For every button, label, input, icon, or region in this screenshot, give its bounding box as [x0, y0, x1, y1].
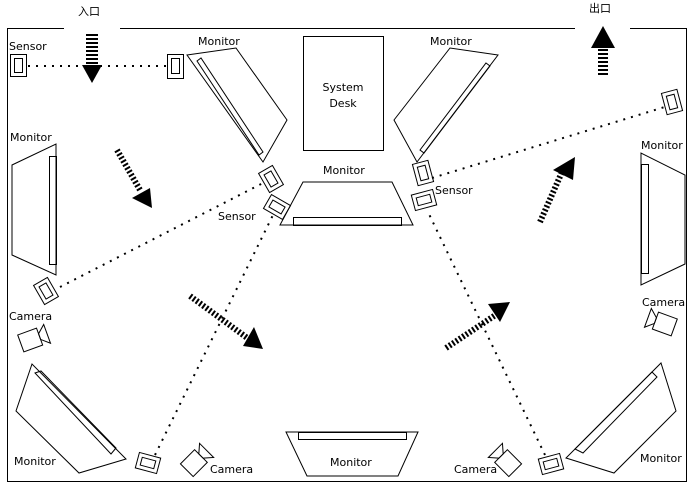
sensor-beams: [28, 65, 669, 456]
camera-label: Camera: [210, 463, 253, 476]
monitor-left: Monitor: [10, 131, 57, 276]
flow-arrow-left-upper-icon: [114, 148, 152, 208]
flow-arrow-left-lower-icon: [188, 293, 263, 349]
monitor-top-left: Monitor: [186, 35, 288, 163]
sensor-top-left-receiver: [167, 54, 184, 79]
sensor-icon: [257, 164, 285, 194]
monitor-top-right: Monitor: [393, 35, 499, 163]
sensor-left: [32, 276, 60, 306]
monitor-screen: [293, 217, 402, 226]
sensor-icon: [537, 452, 565, 476]
monitor-bottom-left: Monitor: [14, 363, 127, 474]
sensor-icon: [660, 88, 684, 116]
sensor-bottom-left: [134, 451, 162, 475]
sensor-icon: [134, 451, 162, 475]
entrance-label: 入口: [78, 5, 100, 18]
monitor-shape: [285, 431, 419, 477]
desk-label-line2: Desk: [329, 97, 357, 110]
monitor-screen: [574, 371, 658, 454]
sensor-icon: [167, 54, 184, 79]
monitor-label: Monitor: [14, 455, 56, 468]
monitor-right: Monitor: [640, 139, 686, 286]
sensor-icon: [262, 193, 292, 221]
room-walls: [7, 28, 687, 482]
sensor-label-center-left: Sensor: [218, 210, 256, 223]
desk-shape: [303, 36, 384, 151]
monitor-label: Monitor: [430, 35, 472, 48]
sensor-label-center-right: Sensor: [435, 184, 473, 197]
camera-label: Camera: [454, 463, 497, 476]
sensor-center-right-upper: [411, 159, 435, 187]
system-desk: System Desk: [303, 36, 384, 151]
monitor-label: Monitor: [10, 131, 52, 144]
monitor-bottom-center: Monitor: [285, 431, 419, 477]
camera-right: Camera: [642, 296, 685, 337]
monitor-screen: [34, 370, 117, 455]
sensor-center-left-upper: [257, 164, 285, 194]
monitor-screen: [49, 156, 57, 265]
wall-outline: [7, 28, 687, 482]
sensor-right: [660, 88, 684, 116]
camera-label: Camera: [9, 310, 52, 323]
sensor-label: Sensor: [9, 40, 47, 53]
camera-icon: [487, 442, 523, 478]
exit-label: 出口: [589, 1, 611, 15]
exit-arrow-icon: [591, 26, 615, 75]
camera-icon: [643, 307, 678, 337]
sensor-icon: [32, 276, 60, 306]
monitor-label: Monitor: [640, 452, 682, 465]
monitor-shape: [640, 152, 686, 286]
monitor-label: Monitor: [198, 35, 240, 48]
monitor-shape: [279, 181, 414, 226]
monitor-shape: [186, 47, 288, 163]
monitor-label: Monitor: [641, 139, 683, 152]
beam-right: [431, 105, 669, 179]
monitor-screen: [419, 62, 491, 154]
sensor-icon: [410, 188, 438, 212]
monitor-screen: [196, 57, 264, 156]
monitor-center: Monitor: [279, 164, 414, 226]
sensor-icon: [10, 54, 27, 77]
flow-arrow-right-upper-icon: [537, 157, 575, 224]
monitor-screen: [298, 432, 407, 440]
sensor-center-left-lower: [262, 193, 292, 221]
beam-bottom-right: [427, 211, 546, 456]
monitor-label: Monitor: [330, 456, 372, 469]
camera-label: Camera: [642, 296, 685, 309]
monitor-label: Monitor: [323, 164, 365, 177]
camera-icon: [17, 323, 52, 353]
sensor-top-left: Sensor: [9, 40, 47, 77]
entrance-arrow-icon: [82, 34, 102, 83]
sensor-icon: [411, 159, 435, 187]
camera-left: Camera: [9, 310, 52, 353]
monitor-shape: [15, 363, 127, 474]
camera-icon: [179, 442, 215, 478]
monitor-bottom-right: Monitor: [565, 362, 682, 474]
camera-bottom-left: Camera: [179, 442, 253, 478]
sensor-center-right-lower: [410, 188, 438, 212]
monitor-shape: [393, 47, 499, 163]
monitor-screen: [641, 164, 649, 274]
flow-arrow-right-lower-icon: [444, 302, 510, 351]
sensor-bottom-right: [537, 452, 565, 476]
beam-left: [59, 182, 264, 288]
desk-label-line1: System: [322, 81, 363, 94]
camera-bottom-right: Camera: [454, 442, 523, 478]
